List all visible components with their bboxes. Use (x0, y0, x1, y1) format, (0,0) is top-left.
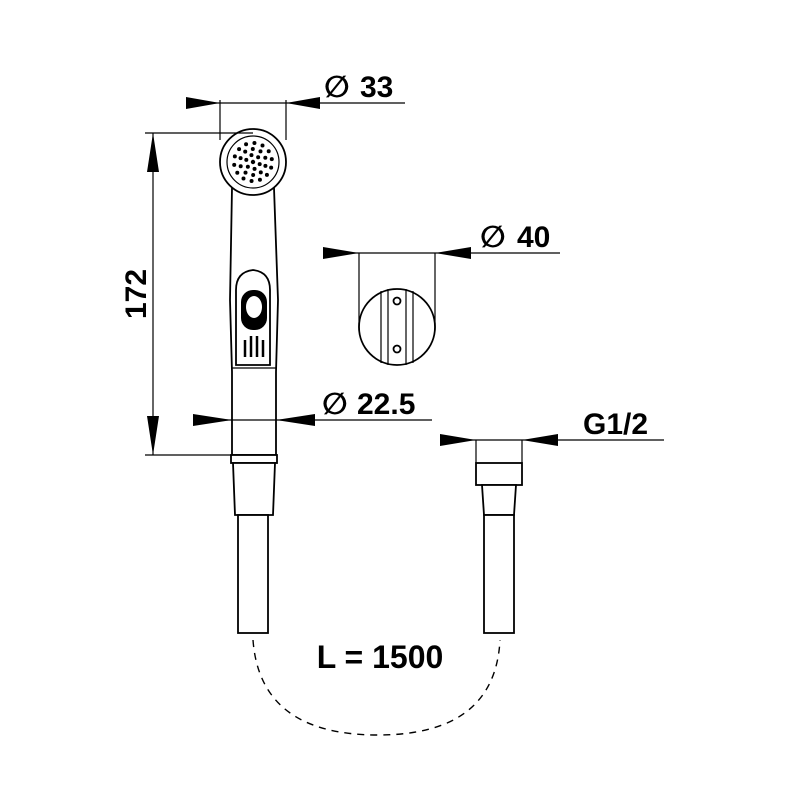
spray-nozzle (243, 149, 248, 154)
spray-nozzle (232, 154, 237, 159)
spray-nozzle (235, 170, 240, 175)
arrow-left (435, 247, 471, 259)
spray-nozzle (250, 159, 256, 165)
spray-nozzle (263, 163, 268, 168)
hose-loop-dashed (252, 639, 501, 736)
spray-nozzles (232, 141, 274, 183)
wall-holder (358, 288, 436, 366)
spray-nozzle (238, 156, 243, 161)
handle-connector-ring (230, 454, 278, 464)
hose-nut (475, 462, 523, 486)
spray-face (226, 135, 280, 189)
diameter-symbol: ∅ (480, 221, 506, 254)
trigger-button-icon (246, 296, 262, 318)
holder-diameter-value: 40 (517, 221, 550, 254)
dimension-handle-diameter: ∅ 22.5 (193, 388, 432, 426)
spray-nozzle (256, 155, 261, 160)
arrow-down (147, 416, 159, 455)
spray-nozzle (252, 141, 257, 146)
dimension-handle-length: 172 (120, 132, 253, 456)
spray-nozzle (258, 170, 263, 175)
spray-nozzle (244, 142, 249, 147)
arrow-left (286, 97, 320, 109)
hose-length-label: L = 1500 (317, 639, 444, 675)
spray-head-diameter-value: 33 (360, 71, 393, 104)
spray-nozzle (252, 166, 257, 171)
holder-screw-top (392, 296, 402, 306)
spray-nozzle (232, 162, 237, 167)
spray-nozzle (260, 143, 265, 148)
diameter-symbol: ∅ (324, 71, 350, 104)
spray-nozzle (264, 172, 269, 177)
spray-nozzle (249, 178, 254, 183)
hose-right (483, 514, 515, 634)
spray-nozzle (269, 157, 274, 162)
thread-size-value: G1/2 (583, 408, 648, 441)
spray-nozzle (243, 170, 248, 175)
spray-nozzle (241, 176, 246, 181)
spray-nozzle (251, 173, 256, 177)
spray-nozzle (237, 147, 242, 152)
spray-nozzle (244, 157, 249, 162)
hand-shower (219, 128, 287, 634)
spray-nozzle (257, 162, 262, 167)
spray-nozzle (245, 164, 250, 169)
spray-nozzle (266, 149, 271, 154)
handle-length-value: 172 (120, 269, 153, 319)
spray-nozzle (250, 147, 255, 151)
arrow-right (323, 247, 359, 259)
arrow-right (440, 434, 476, 446)
dimension-thread-size: G1/2 (440, 408, 664, 463)
dimension-spray-head-diameter: ∅ 33 (186, 71, 405, 140)
arrow-left (276, 414, 315, 426)
arrow-up (147, 133, 159, 172)
diameter-symbol: ∅ (322, 388, 348, 421)
trigger-grip-ribs (243, 336, 265, 357)
arrow-left (522, 434, 558, 446)
spray-nozzle (257, 177, 262, 182)
spray-nozzle (249, 153, 254, 158)
holder-screw-bottom (392, 344, 402, 354)
arrow-right (186, 97, 220, 109)
spray-nozzle (258, 149, 263, 154)
hose-left (237, 514, 269, 634)
hose-end-fitting (475, 462, 523, 634)
dimension-holder-diameter: ∅ 40 (323, 221, 560, 330)
hose-ferrule (481, 484, 517, 516)
spray-nozzle (263, 155, 268, 160)
handle-diameter-value: 22.5 (357, 388, 415, 421)
arrow-right (193, 414, 232, 426)
spray-nozzle (269, 165, 274, 170)
spray-nozzle (238, 164, 243, 169)
handle-connector (232, 462, 276, 516)
